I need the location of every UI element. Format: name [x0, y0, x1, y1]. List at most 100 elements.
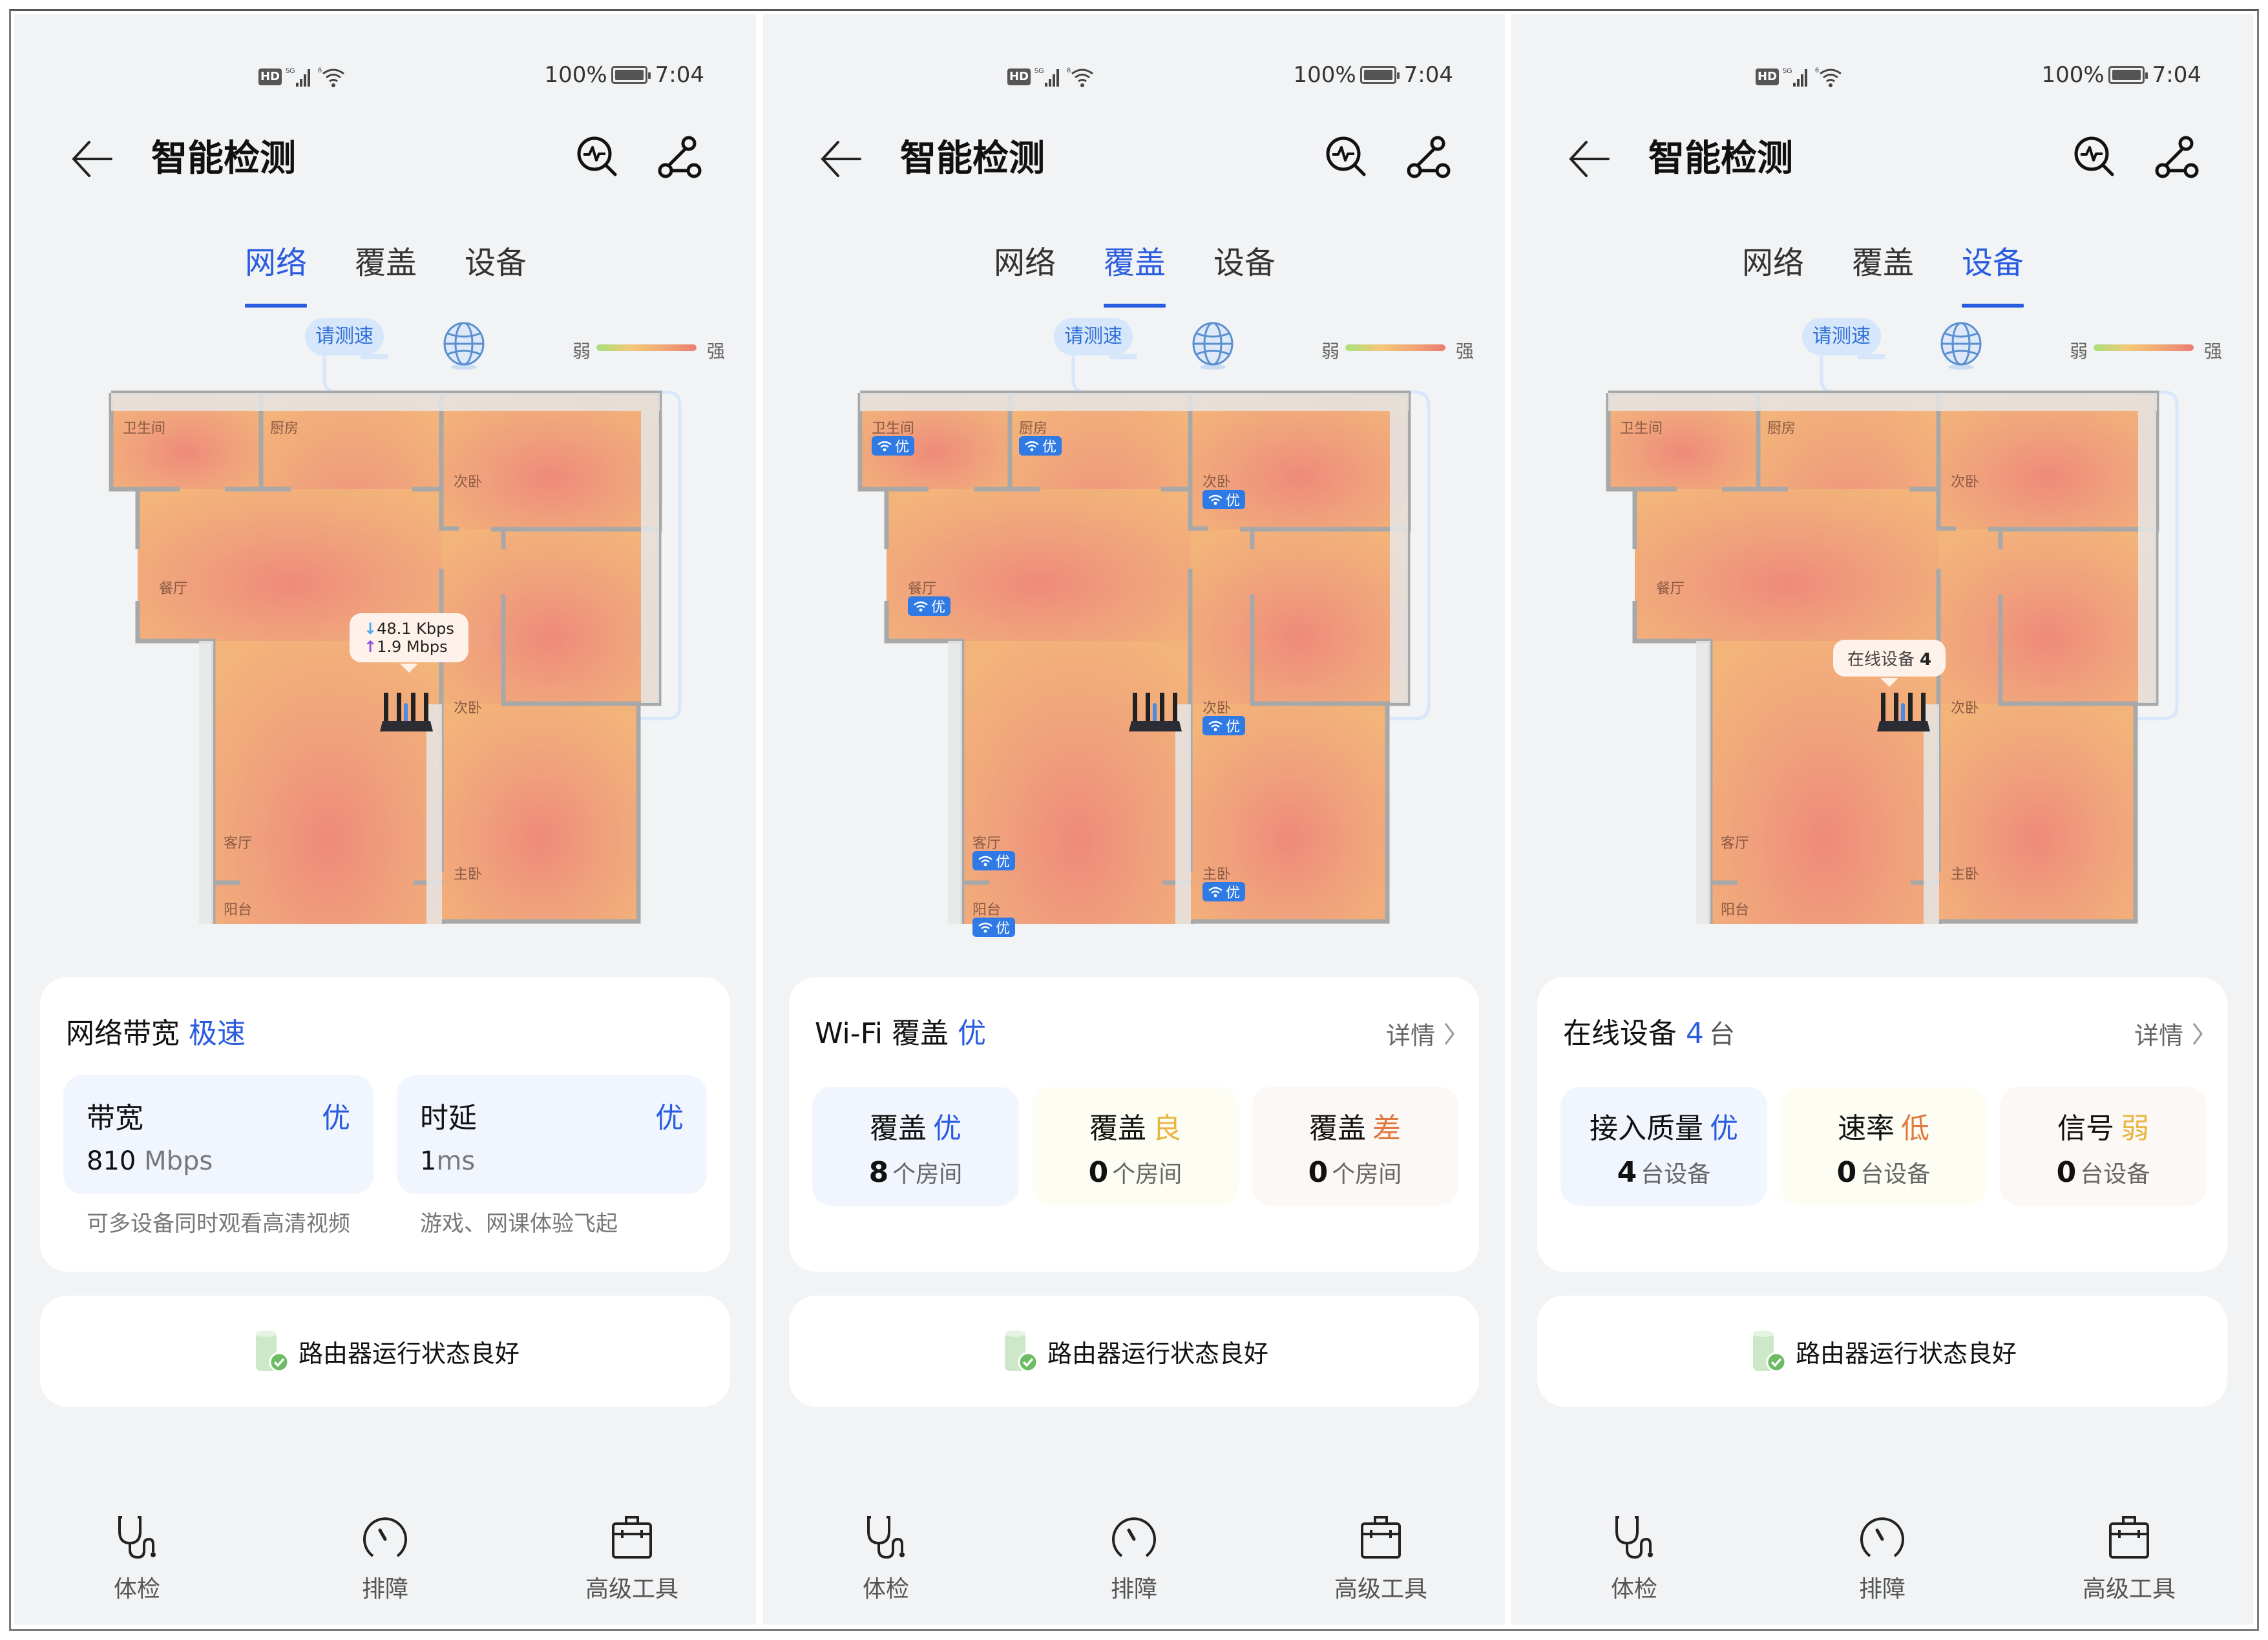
tab-devices[interactable]: 设备 [1213, 245, 1276, 281]
room-coverage-badge[interactable]: 优 [972, 918, 1016, 937]
legend-strong-label: 强 [707, 341, 726, 362]
tab-coverage[interactable]: 覆盖 [1103, 245, 1166, 281]
tab-devices[interactable]: 设备 [464, 245, 527, 281]
metric-description: 可多设备同时观看高清视频 [87, 1211, 350, 1237]
router-icon[interactable] [1126, 691, 1184, 735]
tile-count-unit: 个房间 [1332, 1161, 1402, 1188]
tab-coverage[interactable]: 覆盖 [354, 245, 417, 281]
room-coverage-badge[interactable]: 优 [1202, 882, 1246, 901]
router-icon[interactable] [377, 691, 436, 735]
details-label: 详情 [2134, 1022, 2183, 1050]
router-ok-icon [1752, 1330, 1787, 1372]
router-status-card[interactable]: 路由器运行状态良好 [40, 1296, 730, 1407]
tile-grade: 优 [933, 1112, 961, 1145]
room-label: 主卧 [454, 867, 483, 883]
signal-strength-legend-bar [2094, 344, 2194, 351]
room-coverage-badge[interactable]: 优 [1019, 436, 1062, 456]
room-coverage-badge[interactable]: 优 [908, 596, 951, 616]
legend-weak-label: 弱 [2070, 341, 2088, 362]
back-arrow-icon[interactable] [1563, 134, 1612, 184]
nav-advanced-tools[interactable]: 高级工具 [1310, 1513, 1452, 1604]
room-label: 餐厅 [908, 581, 937, 597]
nav-advanced-tools[interactable]: 高级工具 [561, 1513, 703, 1604]
online-devices-label: 在线设备 [1847, 650, 1915, 669]
room-label: 卫生间 [123, 421, 166, 437]
diagnose-search-icon[interactable] [1324, 134, 1370, 181]
status-bar-right: 100% 7:04 [544, 62, 704, 88]
speed-test-button[interactable]: 请测速 [1054, 318, 1133, 355]
room-coverage-badge[interactable]: 优 [972, 851, 1016, 870]
speed-test-button[interactable]: 请测速 [1802, 318, 1881, 355]
nav-advanced-tools[interactable]: 高级工具 [2058, 1513, 2200, 1604]
tab-network[interactable]: 网络 [993, 245, 1056, 281]
svg-text:6: 6 [1067, 67, 1071, 74]
room-coverage-badge[interactable]: 优 [1202, 716, 1246, 735]
tile-count-unit: 个房间 [892, 1161, 963, 1188]
topology-icon[interactable] [2154, 134, 2200, 181]
router-icon[interactable] [1874, 691, 1933, 735]
room-coverage-badge[interactable]: 优 [1202, 490, 1246, 509]
tab-network[interactable]: 网络 [244, 245, 307, 281]
toolbox-icon [612, 1516, 652, 1559]
details-link[interactable]: 详情 [2134, 1016, 2204, 1051]
gauge-icon [363, 1517, 407, 1557]
nav-checkup[interactable]: 体检 [815, 1513, 957, 1604]
clock: 7:04 [1403, 62, 1453, 88]
coverage-grade: 优 [1226, 719, 1241, 735]
card-title-unit: 台 [1709, 1020, 1735, 1049]
wifi-icon [1025, 441, 1039, 452]
diagnose-search-icon[interactable] [575, 134, 622, 181]
back-arrow-icon[interactable] [66, 134, 115, 184]
tile-label: 信号 [2057, 1112, 2114, 1145]
tile-grade: 弱 [2121, 1112, 2149, 1145]
diagnose-search-icon[interactable] [2072, 134, 2119, 181]
nav-checkup[interactable]: 体检 [1563, 1513, 1705, 1604]
battery-percent: 100% [2041, 62, 2105, 88]
panel-devices: HD 5G 6 100% 7:04 智能检测 网络 覆盖 [1511, 14, 2253, 1624]
nav-troubleshoot-label: 排障 [1858, 1576, 1906, 1603]
tile-label: 速率 [1838, 1112, 1895, 1145]
nav-troubleshoot[interactable]: 排障 [314, 1513, 456, 1604]
nav-advanced-tools-label: 高级工具 [2082, 1576, 2176, 1603]
battery-icon [2108, 66, 2148, 84]
tile-count-number: 0 [1836, 1156, 1857, 1189]
room-label: 次卧 [454, 700, 483, 717]
tile-name: 覆盖差 [1252, 1105, 1458, 1146]
panel-network: HD 5G 6 100% 7:04 智能检测 网络 覆盖 [14, 14, 756, 1624]
topology-icon[interactable] [1405, 134, 1452, 181]
room-label: 客厅 [1721, 836, 1750, 852]
room-label: 厨房 [270, 421, 299, 437]
nav-troubleshoot[interactable]: 排障 [1063, 1513, 1205, 1604]
room-label: 餐厅 [1656, 581, 1685, 597]
room-coverage-badge[interactable]: 优 [872, 436, 915, 456]
tab-coverage[interactable]: 覆盖 [1851, 245, 1914, 281]
legend-weak-label: 弱 [572, 341, 591, 362]
nav-troubleshoot[interactable]: 排障 [1811, 1513, 1953, 1604]
back-arrow-icon[interactable] [815, 134, 864, 184]
tab-devices[interactable]: 设备 [1961, 245, 2024, 281]
tab-network[interactable]: 网络 [1741, 245, 1804, 281]
room-label: 客厅 [972, 836, 1002, 852]
room-label: 客厅 [224, 836, 253, 852]
topology-icon[interactable] [656, 134, 703, 181]
router-status-card[interactable]: 路由器运行状态良好 [1537, 1296, 2227, 1407]
card-title-text: Wi-Fi 覆盖 [815, 1017, 949, 1050]
router-status-card[interactable]: 路由器运行状态良好 [789, 1296, 1479, 1407]
svg-text:5G: 5G [1783, 67, 1792, 75]
nav-checkup[interactable]: 体检 [66, 1513, 208, 1604]
speed-test-button[interactable]: 请测速 [305, 318, 384, 355]
details-link[interactable]: 详情 [1386, 1016, 1456, 1051]
coverage-grade: 优 [931, 600, 946, 616]
card-title-highlight: 优 [957, 1017, 986, 1050]
